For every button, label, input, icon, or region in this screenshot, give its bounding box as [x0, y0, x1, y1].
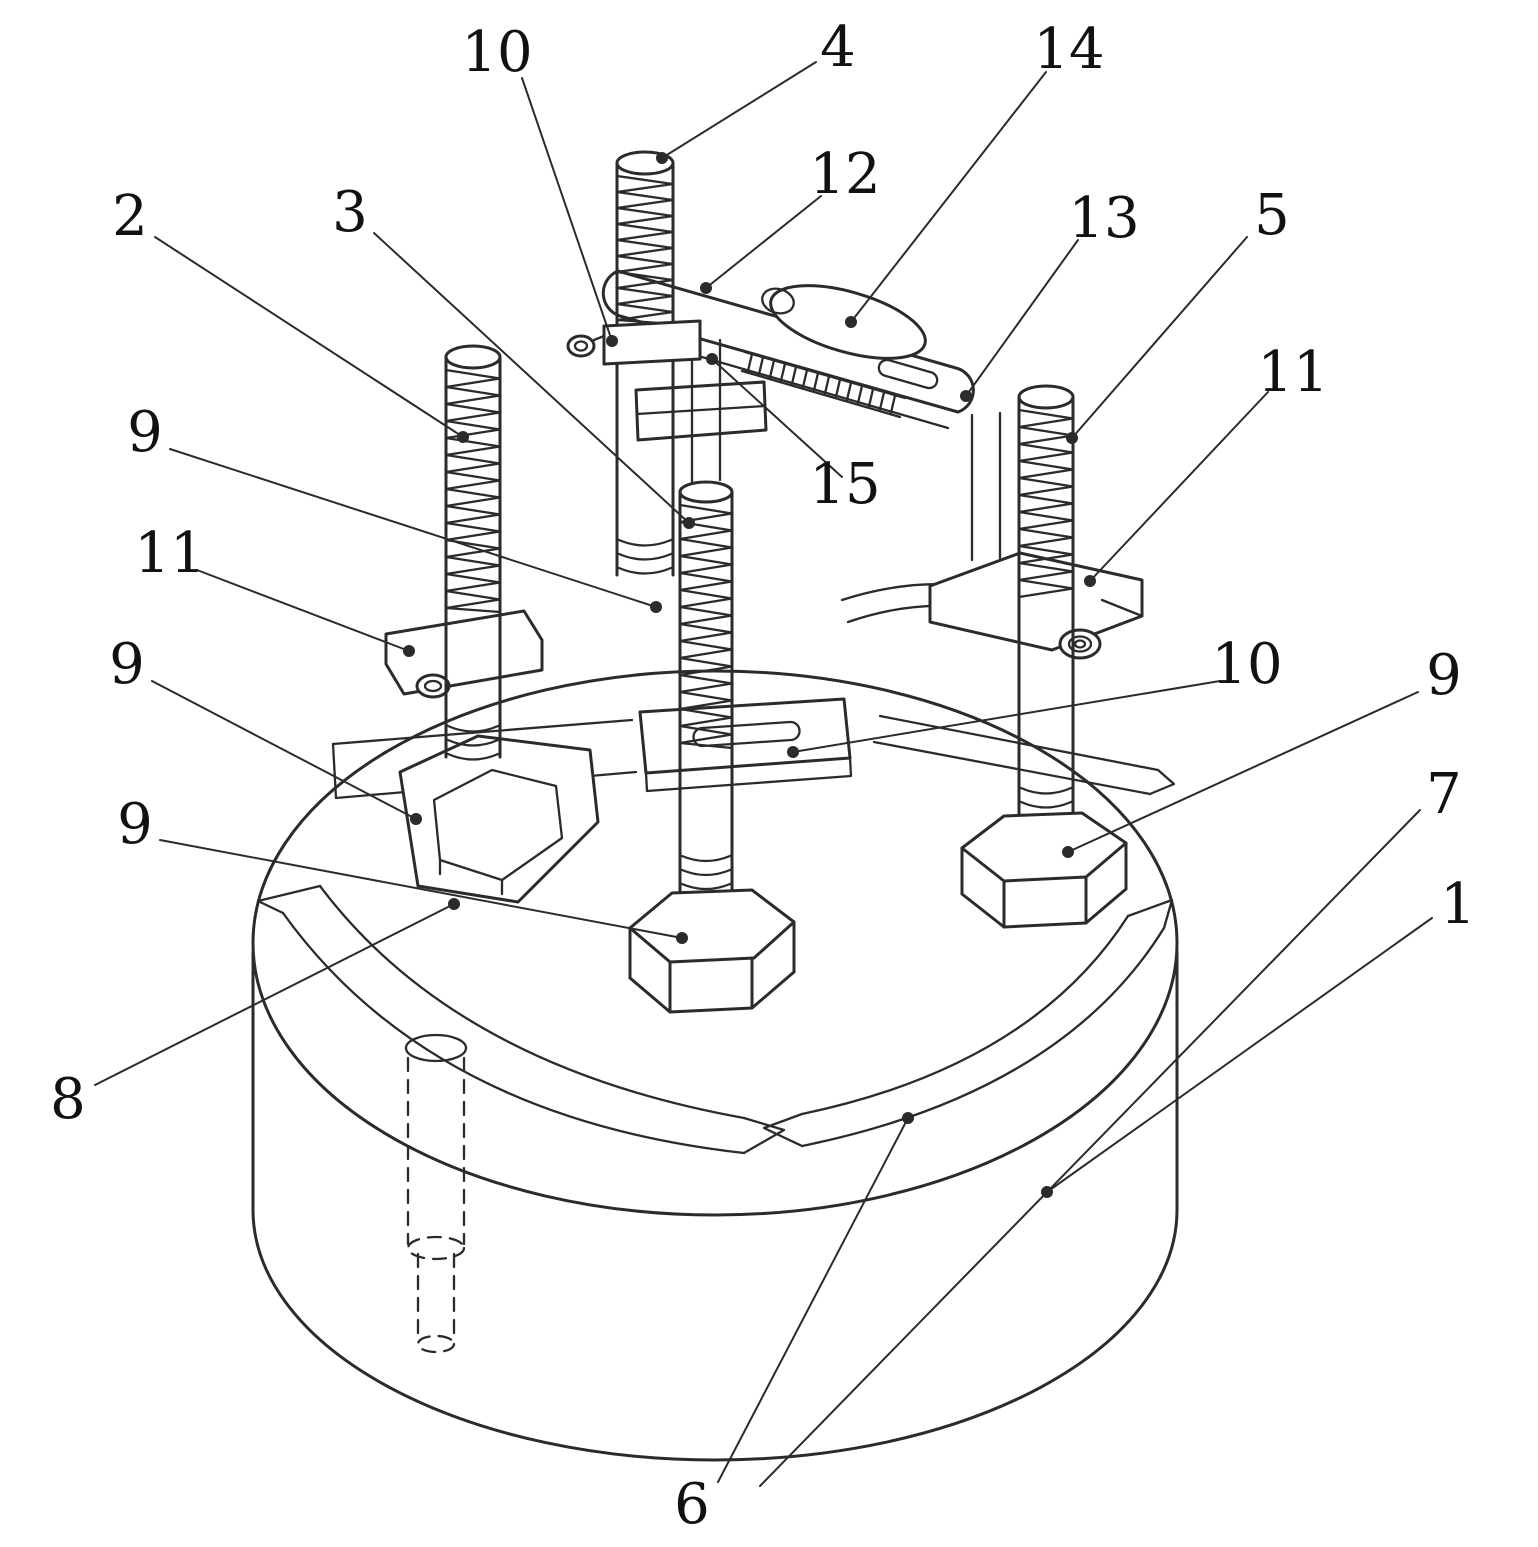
left-clamp-block — [398, 734, 600, 904]
ref-label-3: 3 — [332, 180, 368, 245]
stud-top — [1017, 384, 1075, 410]
foot-plate — [634, 380, 768, 442]
base-top-face — [251, 669, 1179, 1217]
ref-label-10-mid: 10 — [1211, 632, 1282, 697]
ref-label-10-top: 10 — [461, 20, 532, 85]
ref-label-8: 8 — [50, 1067, 86, 1132]
leader-10-top — [521, 77, 613, 342]
stud-tall-threaded — [615, 150, 675, 577]
ref-label-2: 2 — [112, 184, 148, 249]
coil-spring — [444, 368, 502, 614]
coil-spring — [1017, 408, 1075, 599]
ref-label-1: 1 — [1440, 872, 1476, 937]
ref-label-7: 7 — [1426, 762, 1462, 827]
hex-nut-center — [628, 888, 796, 1014]
top-arm — [601, 269, 975, 430]
leader-10-mid — [792, 680, 1221, 753]
clamp-screw-icon — [1058, 628, 1102, 660]
ref-label-9-c: 9 — [117, 792, 153, 857]
collar-clamp — [566, 319, 702, 366]
ref-label-6: 6 — [674, 1472, 710, 1537]
clamp-screw-icon — [415, 673, 451, 699]
base-bottom-arc — [251, 1208, 1179, 1462]
leader-2 — [154, 236, 464, 438]
leader-6 — [717, 1117, 909, 1483]
coil-spring — [678, 503, 734, 750]
leader-3 — [373, 232, 690, 524]
leader-15 — [711, 358, 843, 478]
leader-lines — [94, 61, 1433, 1487]
arm-slot — [877, 358, 939, 390]
ref-label-4: 4 — [820, 15, 856, 80]
leader-11-left — [196, 569, 410, 652]
right-support-post — [970, 411, 1002, 562]
leader-1 — [1046, 917, 1433, 1193]
reference-labels: 10 4 14 12 13 5 2 3 11 9 11 9 15 10 9 7 … — [50, 15, 1476, 1537]
hex-nut-right — [960, 811, 1128, 929]
stud-top — [444, 344, 502, 370]
leader-9-a — [169, 448, 657, 608]
stud-top — [678, 480, 734, 504]
coil-spring — [615, 174, 675, 326]
leader-14 — [850, 71, 1047, 323]
hidden-hole-dashed — [404, 1033, 468, 1354]
ref-label-14: 14 — [1033, 17, 1104, 82]
right-clamp-bracket — [928, 551, 1144, 660]
ref-label-12: 12 — [809, 142, 880, 207]
ref-label-11-right: 11 — [1257, 340, 1328, 405]
rack-hatching — [746, 352, 897, 414]
leader-9-right — [1067, 691, 1419, 853]
ref-label-9-a: 9 — [127, 400, 163, 465]
leader-8 — [94, 903, 455, 1086]
leader-12 — [705, 195, 822, 289]
leader-7 — [759, 809, 1421, 1487]
ref-label-9-right: 9 — [1426, 643, 1462, 708]
leader-9-c — [159, 839, 683, 939]
center-clamp-plate — [638, 697, 853, 793]
leader-11-right — [1089, 391, 1269, 582]
base-cylinder — [251, 669, 1179, 1462]
leader-4 — [661, 61, 817, 159]
stop-post — [690, 338, 722, 484]
ref-label-11-left: 11 — [134, 521, 205, 586]
collar-screw-icon — [566, 334, 596, 358]
plate-slot — [692, 720, 801, 748]
ref-label-5: 5 — [1254, 183, 1290, 248]
ref-label-15: 15 — [809, 452, 880, 517]
leader-5 — [1071, 236, 1248, 439]
left-clamp-bracket — [384, 609, 544, 699]
leader-9-b — [151, 680, 417, 820]
leader-13 — [965, 239, 1079, 397]
stud-center-threaded — [678, 480, 734, 914]
ref-label-9-b: 9 — [109, 632, 145, 697]
ref-label-13: 13 — [1068, 186, 1139, 251]
